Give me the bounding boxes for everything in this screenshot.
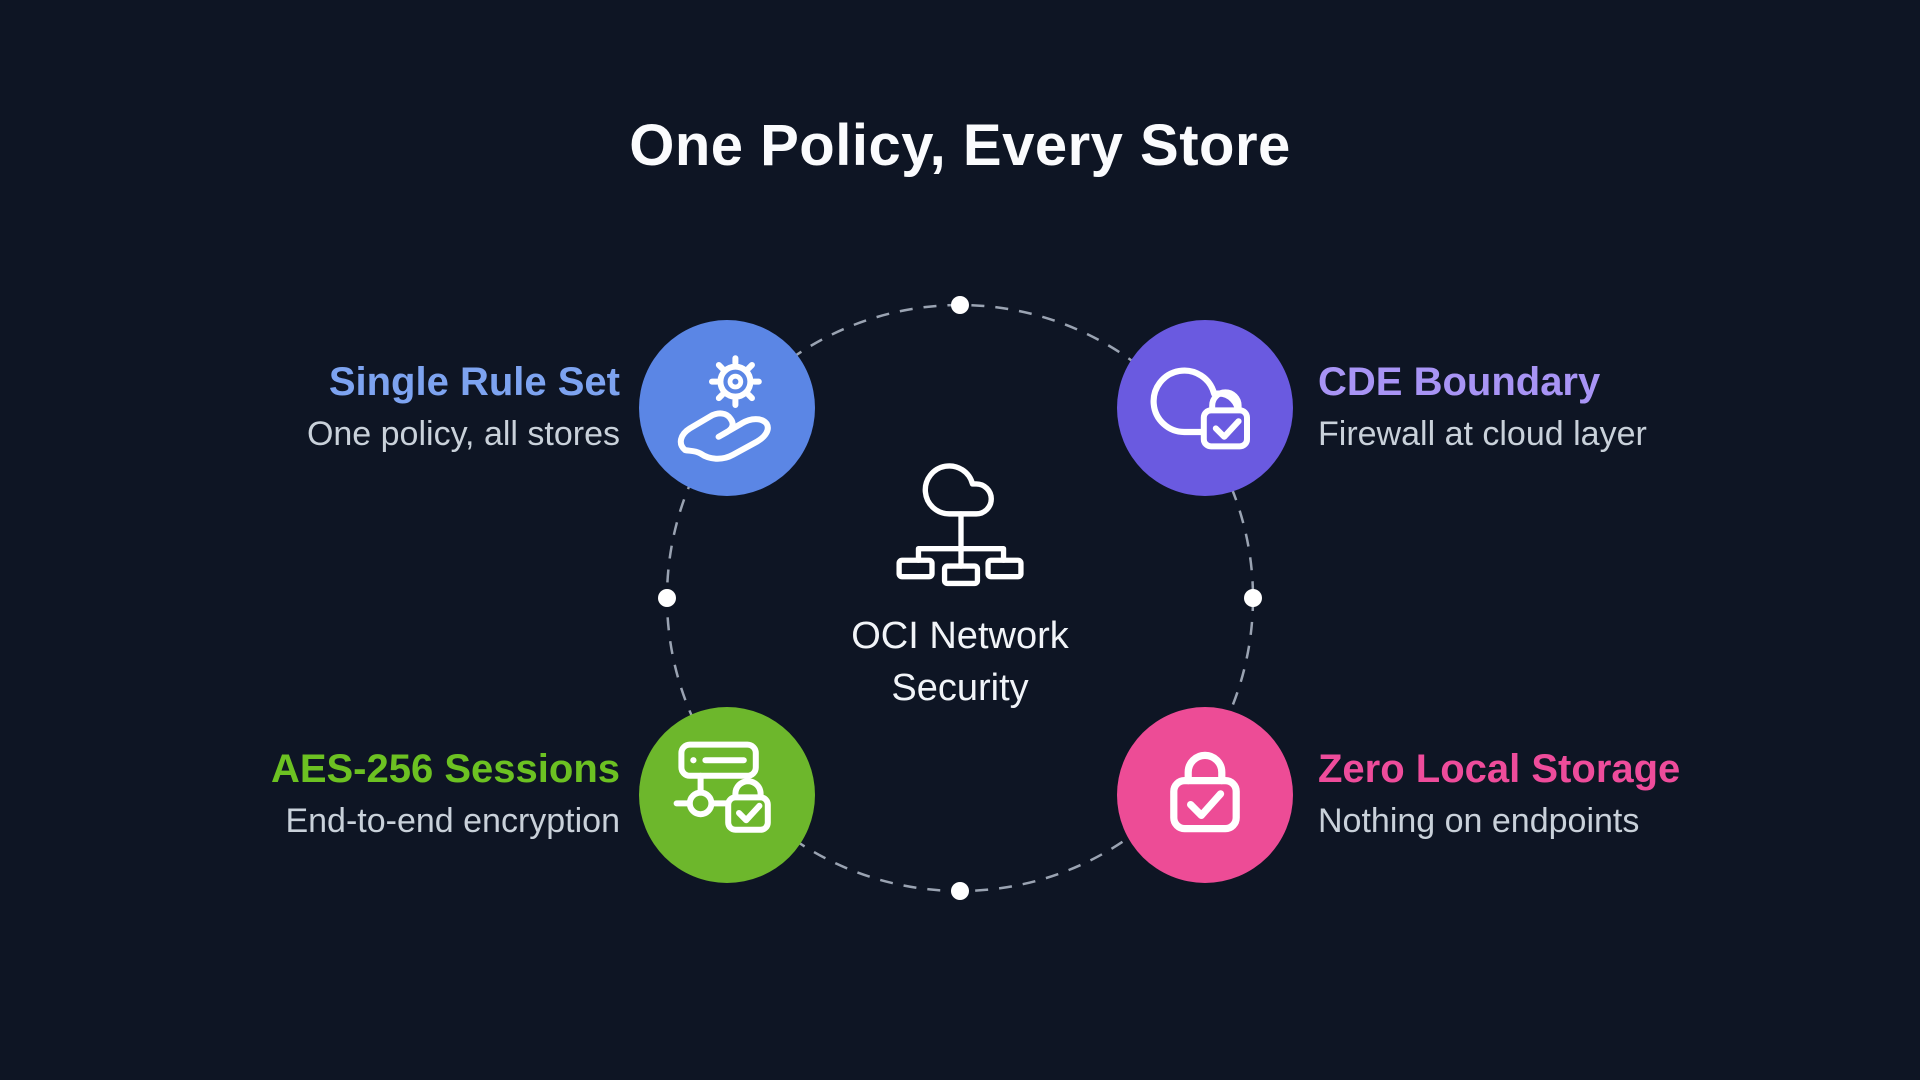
ring-dot-right <box>1244 589 1262 607</box>
node-title: AES-256 Sessions <box>270 747 620 791</box>
center-label-line2: Security <box>891 667 1029 709</box>
cloud-lock-icon <box>1150 367 1250 450</box>
node-subtitle: One policy, all stores <box>306 415 620 453</box>
node-label-single-rule-set: Single Rule Set One policy, all stores <box>0 356 620 460</box>
center-label-line1: OCI Network <box>851 615 1069 657</box>
server-lock-icon <box>673 741 771 833</box>
page-title: One Policy, Every Store <box>629 113 1291 178</box>
ring-dot-top <box>951 296 969 314</box>
ring-dot-left <box>658 589 676 607</box>
node-circle-zero-local-storage <box>1117 707 1293 883</box>
node-circle-aes-256-sessions <box>639 707 815 883</box>
node-label-aes-256-sessions: AES-256 Sessions End-to-end encryption <box>0 743 620 847</box>
node-subtitle: Firewall at cloud layer <box>1318 415 1647 453</box>
ring-dot-bottom <box>951 882 969 900</box>
hand-gear-icon <box>677 355 771 462</box>
cloud-network-icon <box>896 463 1024 587</box>
node-title: CDE Boundary <box>1318 360 1601 404</box>
node-subtitle: Nothing on endpoints <box>1318 802 1640 840</box>
node-circle-single-rule-set <box>639 320 815 496</box>
node-label-zero-local-storage: Zero Local Storage Nothing on endpoints <box>1318 743 1920 847</box>
node-subtitle: End-to-end encryption <box>285 802 620 840</box>
node-circle-cde-boundary <box>1117 320 1293 496</box>
node-label-cde-boundary: CDE Boundary Firewall at cloud layer <box>1318 356 1920 460</box>
center-label: OCI Network Security <box>760 610 1160 714</box>
node-title: Single Rule Set <box>328 360 620 404</box>
node-title: Zero Local Storage <box>1318 747 1681 791</box>
lock-check-icon <box>1170 751 1240 833</box>
